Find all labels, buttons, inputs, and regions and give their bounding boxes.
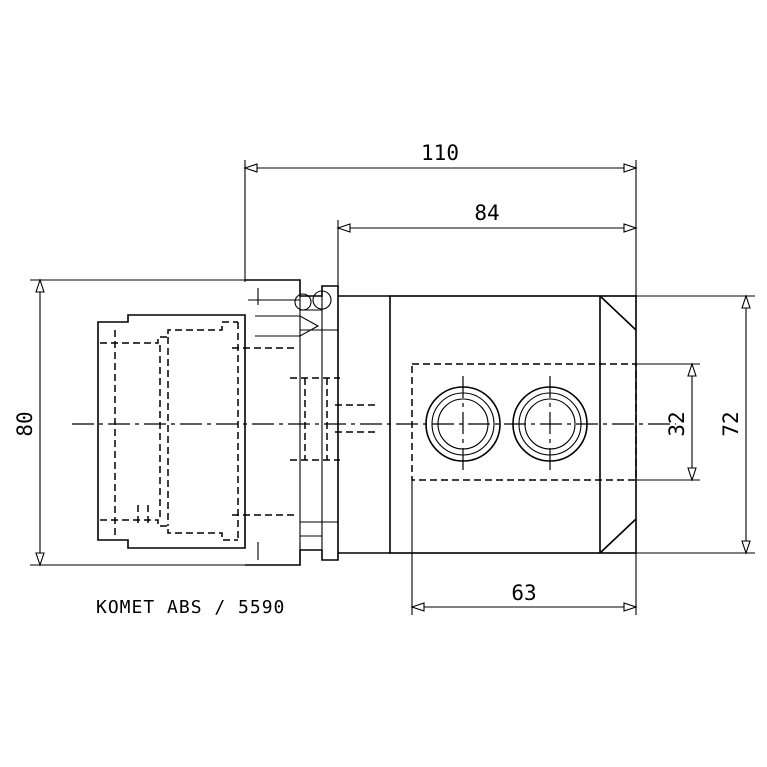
dim-63-label: 63 bbox=[511, 581, 536, 605]
insert-holes bbox=[425, 376, 588, 474]
dim-32-label: 32 bbox=[665, 411, 689, 436]
dimension-32: 32 bbox=[636, 362, 700, 482]
dimension-72: 72 bbox=[636, 294, 755, 555]
flange bbox=[245, 279, 378, 566]
dim-72-label: 72 bbox=[719, 411, 743, 436]
dim-84-label: 84 bbox=[474, 201, 499, 225]
part-caption: KOMET ABS / 5590 bbox=[96, 597, 285, 618]
head-block bbox=[338, 295, 637, 554]
dimension-63: 63 bbox=[410, 480, 638, 615]
dimension-80: 80 bbox=[13, 278, 245, 567]
dim-80-label: 80 bbox=[13, 411, 37, 436]
dimension-110: 110 bbox=[243, 141, 638, 296]
dim-110-label: 110 bbox=[421, 141, 459, 165]
shank bbox=[97, 314, 295, 549]
dimension-84: 84 bbox=[336, 201, 638, 288]
